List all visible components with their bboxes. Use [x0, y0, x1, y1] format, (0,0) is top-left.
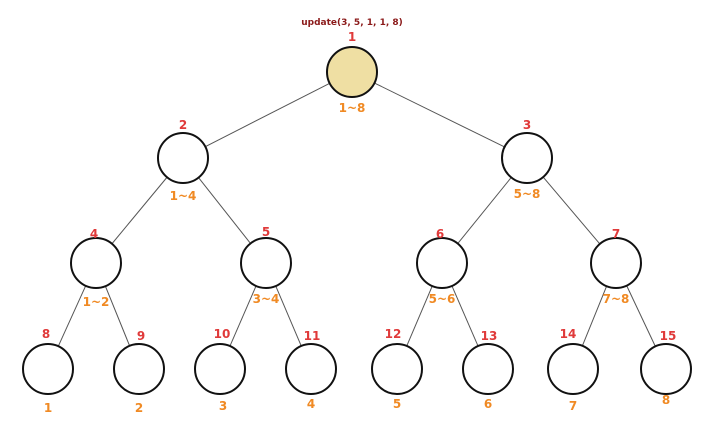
tree-node-11: 11 4 — [285, 329, 337, 411]
edge-5-10 — [229, 285, 257, 347]
edge-1-3 — [374, 82, 505, 148]
node-index-label: 8 — [42, 327, 50, 341]
node-index-label: 7 — [612, 227, 620, 241]
node-range-label: 7 — [569, 399, 577, 413]
node-circle — [113, 343, 165, 395]
tree-node-12: 12 5 — [371, 327, 423, 411]
tree-node-7: 7 7~8 — [590, 227, 642, 306]
edges-layer — [57, 82, 656, 347]
node-index-label: 10 — [214, 327, 231, 341]
node-circle — [501, 132, 553, 184]
node-index-label: 1 — [348, 30, 356, 44]
node-circle — [240, 237, 292, 289]
node-index-label: 5 — [262, 225, 270, 239]
node-range-label: 1~2 — [83, 295, 110, 309]
tree-node-10: 10 3 — [194, 327, 246, 413]
tree-node-14: 14 7 — [547, 327, 599, 413]
tree-node-13: 13 6 — [462, 329, 514, 411]
node-index-label: 2 — [179, 118, 187, 132]
edge-5-11 — [275, 285, 302, 347]
node-range-label: 1 — [44, 401, 52, 415]
edge-7-15 — [626, 285, 656, 347]
node-index-label: 11 — [304, 329, 321, 343]
node-range-label: 1~8 — [339, 101, 366, 115]
tree-node-6: 6 5~6 — [416, 227, 468, 306]
node-circle — [157, 132, 209, 184]
node-circle — [22, 343, 74, 395]
node-index-label: 13 — [481, 329, 498, 343]
node-index-label: 6 — [436, 227, 444, 241]
edge-3-6 — [457, 177, 512, 244]
node-range-label: 8 — [662, 393, 670, 407]
edge-2-4 — [111, 176, 168, 245]
edge-6-12 — [406, 285, 433, 347]
tree-node-3: 3 5~8 — [501, 118, 553, 201]
node-circle — [285, 343, 337, 395]
edge-6-13 — [451, 285, 479, 347]
node-circle — [640, 343, 692, 395]
node-range-label: 5 — [393, 397, 401, 411]
tree-node-8: 81 — [22, 327, 74, 415]
node-range-label: 6 — [484, 397, 492, 411]
node-index-label: 9 — [137, 329, 145, 343]
tree-node-2: 2 1~4 — [157, 118, 209, 203]
node-circle — [70, 237, 122, 289]
node-circle — [547, 343, 599, 395]
node-range-label: 4 — [307, 397, 315, 411]
tree-node-15: 15 8 — [640, 329, 692, 407]
edge-2-5 — [198, 177, 251, 244]
tree-node-5: 5 3~4 — [240, 225, 292, 306]
node-range-label: 3 — [219, 399, 227, 413]
tree-node-4: 4 1~2 — [70, 227, 122, 309]
node-index-label: 4 — [90, 227, 98, 241]
node-circle — [590, 237, 642, 289]
node-circle — [462, 343, 514, 395]
edge-4-8 — [57, 285, 87, 347]
node-index-label: 3 — [523, 118, 531, 132]
edge-1-2 — [205, 82, 330, 148]
node-range-label: 1~4 — [170, 189, 197, 203]
node-range-label: 2 — [135, 401, 143, 415]
node-circle — [194, 343, 246, 395]
node-circle — [371, 343, 423, 395]
node-range-label: 3~4 — [253, 292, 280, 306]
node-range-label: 7~8 — [603, 292, 630, 306]
node-index-label: 14 — [560, 327, 577, 341]
tree-node-9: 92 — [113, 329, 165, 415]
node-index-label: 12 — [385, 327, 402, 341]
edge-3-7 — [542, 176, 601, 245]
edge-4-9 — [104, 285, 131, 347]
highlighted-node-circle — [326, 46, 378, 98]
tree-node-1: 1 1~8 — [326, 30, 378, 115]
nodes-layer: 11~821~435~841~253~465~677~8819210311412… — [22, 30, 692, 415]
edge-7-14 — [581, 285, 608, 347]
update-call-caption: update(3, 5, 1, 1, 8) — [301, 18, 403, 28]
node-range-label: 5~6 — [429, 292, 456, 306]
node-circle — [416, 237, 468, 289]
node-index-label: 15 — [660, 329, 677, 343]
node-range-label: 5~8 — [514, 187, 541, 201]
